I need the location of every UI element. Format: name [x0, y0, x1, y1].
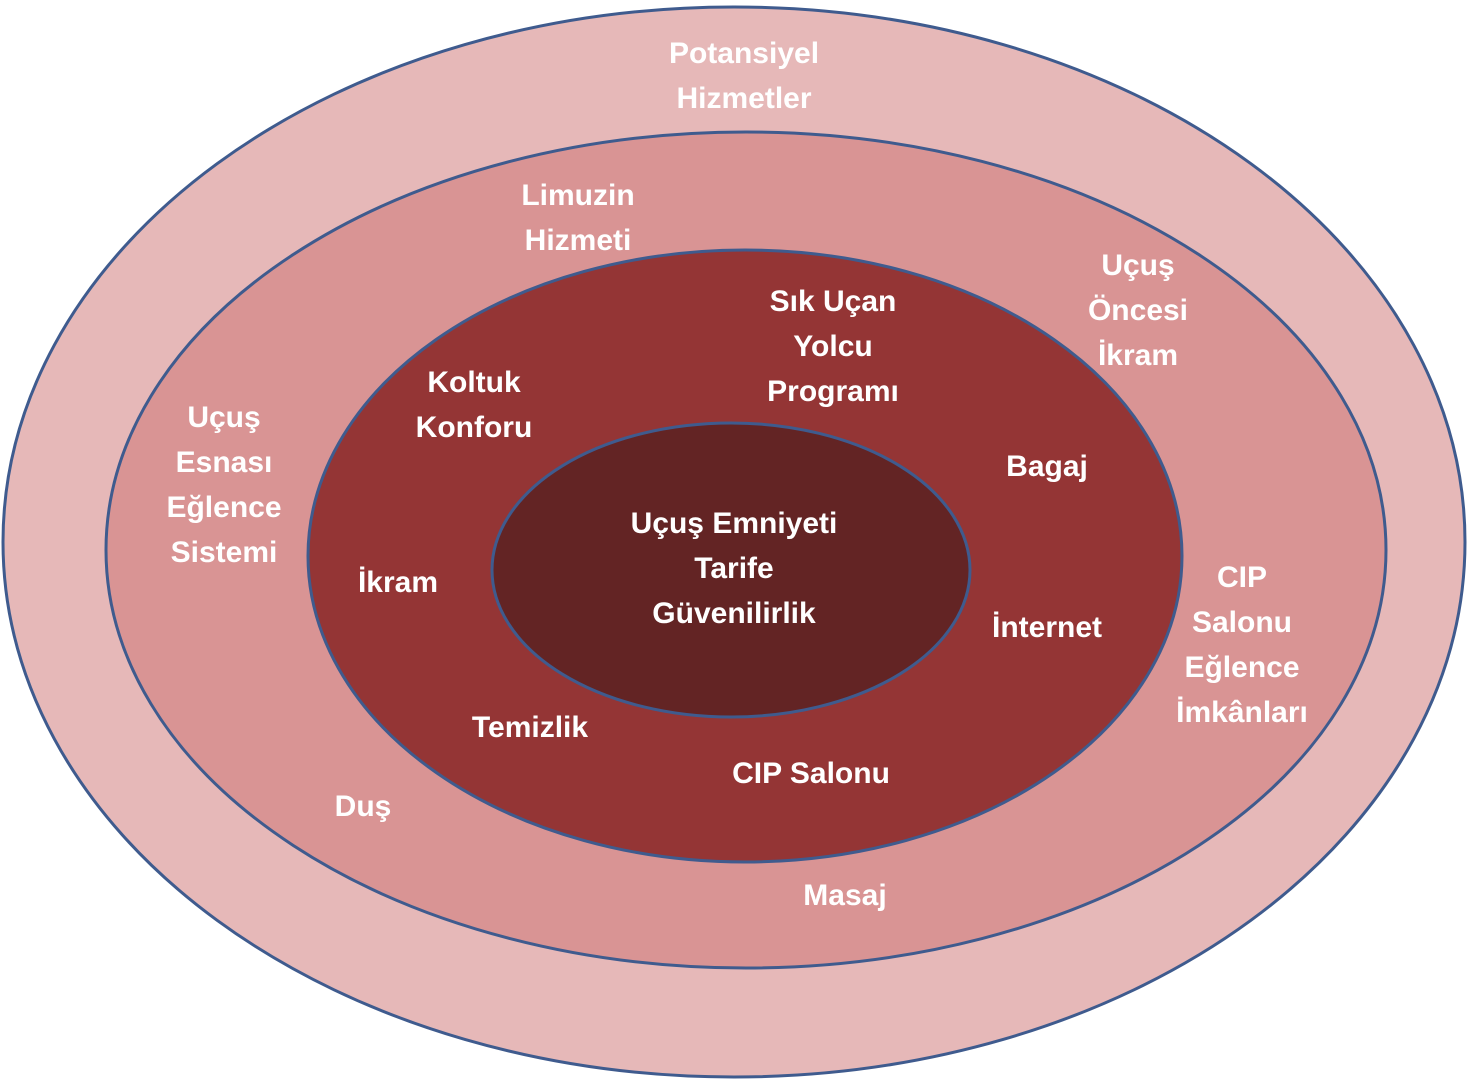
- potansiyel-hizmetler-label: Potansiyel Hizmetler: [669, 31, 819, 121]
- label-line: Programı: [767, 375, 899, 408]
- label-line: Sistemi: [170, 536, 278, 569]
- label-line: Uçuş: [1101, 249, 1175, 282]
- label-line: Limuzin: [521, 179, 635, 212]
- label-line: CIP: [1216, 561, 1268, 594]
- limuzin-hizmeti-label: Limuzin Hizmeti: [521, 173, 634, 263]
- ucus-esnasi-eglence-sistemi-label: Uçuş Esnası Eğlence Sistemi: [166, 395, 281, 575]
- label-line: Eğlence: [1184, 651, 1300, 684]
- label-line: Öncesi: [1087, 294, 1189, 327]
- core-ellipse: [490, 421, 972, 719]
- label-line: Eğlence: [166, 491, 282, 524]
- label-line: İnternet: [991, 611, 1103, 644]
- label-line: CIP Salonu: [732, 757, 890, 790]
- internet-label: İnternet: [992, 605, 1102, 650]
- label-line: Hizmeti: [524, 224, 632, 257]
- label-line: Bagaj: [1006, 450, 1088, 483]
- masaj-label: Masaj: [803, 873, 886, 918]
- label-line: İkram: [357, 566, 439, 599]
- label-line: İmkânları: [1176, 696, 1308, 729]
- label-line: Koltuk: [427, 366, 521, 399]
- label-line: Tarife: [694, 552, 774, 585]
- label-line: Yolcu: [793, 330, 873, 363]
- label-line: Sık Uçan: [769, 285, 897, 318]
- dus-label: Duş: [335, 784, 392, 829]
- label-line: Temizlik: [471, 711, 589, 744]
- label-line: Hizmetler: [676, 82, 812, 115]
- cip-salonu-label: CIP Salonu: [732, 751, 890, 796]
- sik-ucan-yolcu-programi-label: Sık Uçan Yolcu Programı: [767, 279, 899, 414]
- label-line: Uçuş Emniyeti: [630, 507, 838, 540]
- label-line: Salonu: [1191, 606, 1293, 639]
- label-line: Masaj: [803, 879, 887, 912]
- label-line: Uçuş: [187, 401, 261, 434]
- label-line: Güvenilirlik: [652, 597, 816, 630]
- koltuk-konforu-label: Koltuk Konforu: [416, 360, 533, 450]
- label-line: Konforu: [415, 411, 533, 444]
- cip-salonu-eglence-label: CIP Salonu Eğlence İmkânları: [1176, 555, 1308, 735]
- label-line: Duş: [334, 790, 392, 823]
- ikram-label: İkram: [358, 560, 438, 605]
- temizlik-label: Temizlik: [472, 705, 588, 750]
- core-label: Uçuş Emniyeti Tarife Güvenilirlik: [631, 501, 838, 636]
- ucus-oncesi-ikram-label: Uçuş Öncesi İkram: [1088, 243, 1188, 378]
- label-line: Esnası: [175, 446, 273, 479]
- label-line: Potansiyel: [668, 37, 820, 70]
- bagaj-label: Bagaj: [1006, 444, 1088, 489]
- label-line: İkram: [1097, 339, 1179, 372]
